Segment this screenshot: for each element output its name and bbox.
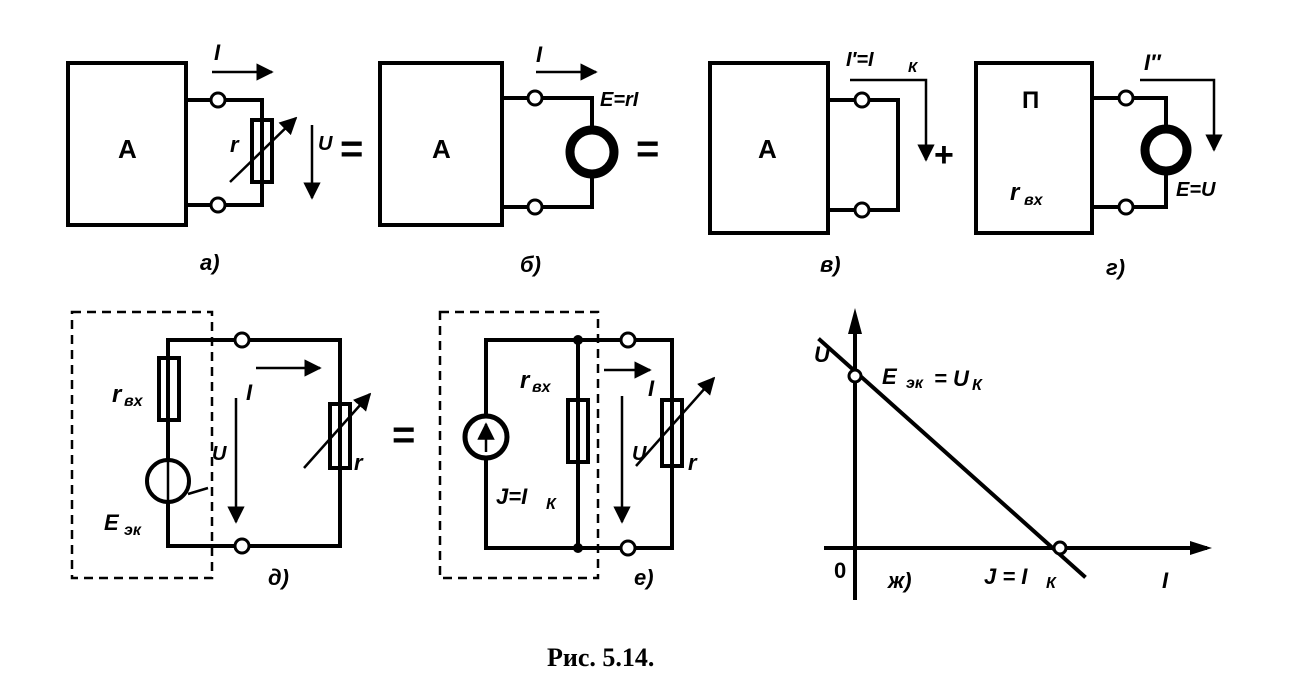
source-e-ri-label: E=rI — [600, 89, 639, 111]
axis-u-label: U — [814, 342, 831, 367]
current-i-label: I — [214, 40, 221, 65]
equals-sign: = — [392, 413, 415, 457]
resistor-r — [250, 118, 274, 184]
terminal — [1117, 89, 1135, 107]
variable-arrow — [229, 116, 298, 183]
r-in-label: r — [520, 367, 531, 394]
equals-sign: = — [340, 127, 363, 171]
block-a — [708, 61, 830, 235]
block-a — [378, 61, 504, 227]
dashed-boundary — [70, 310, 214, 580]
diagram-a: A I r U а) — [66, 40, 333, 275]
terminal — [853, 201, 871, 219]
block-a-label: A — [118, 134, 137, 164]
r-in-label: r — [1010, 179, 1021, 206]
graph-e-label: E — [882, 364, 898, 389]
diagram-d: I U r вх E эк r д) — [70, 310, 372, 590]
sublabel-e: е) — [634, 565, 654, 590]
dashed-boundary — [438, 310, 600, 580]
plus-sign: + — [934, 136, 954, 174]
sublabel-b: б) — [520, 252, 541, 277]
graph-e-sub: эк — [906, 375, 924, 392]
current-i-label: I — [536, 42, 543, 67]
terminal — [1117, 198, 1135, 216]
j-ik-sub: К — [546, 496, 557, 513]
block-a-label: A — [432, 134, 451, 164]
sublabel-g: г) — [1106, 255, 1125, 280]
voltage-u-label: U — [318, 133, 333, 155]
point-j — [1052, 540, 1068, 556]
resistor-r-label: r — [230, 132, 240, 157]
terminal — [233, 331, 251, 349]
origin-label: 0 — [834, 558, 846, 583]
voltage-source — [1140, 124, 1192, 176]
current-i-label: I — [246, 380, 253, 405]
variable-arrow — [303, 392, 372, 469]
voltage-u-label: U — [632, 443, 647, 465]
resistor-r-in — [157, 356, 181, 422]
figure-caption: Рис. 5.14. — [547, 643, 654, 672]
e-ek-label: E — [104, 510, 120, 535]
sublabel-d: д) — [268, 565, 289, 590]
sublabel-zh: ж) — [887, 568, 912, 593]
block-p — [974, 61, 1094, 235]
voltage-u-label: U — [212, 443, 227, 465]
graph-e-eq: = U — [934, 366, 970, 391]
diagram-e: I U r вх J=I К r е) — [438, 310, 716, 590]
r-in-sub: вх — [124, 393, 144, 410]
voltage-source — [565, 125, 619, 179]
terminal — [619, 331, 637, 349]
point-e — [847, 368, 863, 384]
current-i-dprime-label: I″ — [1144, 50, 1162, 75]
e-ek-sub: эк — [124, 522, 142, 539]
resistor-r — [660, 398, 684, 468]
sublabel-a: а) — [200, 250, 220, 275]
current-arrow — [850, 78, 935, 162]
j-ik-label: J=I — [496, 484, 528, 509]
block-a — [66, 61, 188, 227]
resistor-r — [328, 402, 352, 470]
r-in-sub: вх — [1024, 192, 1044, 209]
current-arrow — [1140, 78, 1223, 152]
graph-j-label: J = I — [984, 564, 1028, 589]
resistor-r-in — [566, 398, 590, 464]
graph-j-sub: К — [1046, 575, 1057, 592]
junction — [573, 543, 583, 553]
terminal — [619, 539, 637, 557]
r-in-label: r — [112, 381, 123, 408]
terminal — [526, 198, 544, 216]
axis-i-label: I — [1162, 568, 1169, 593]
diagram-g: П r вх I″ E=U г) — [974, 50, 1223, 280]
resistor-r-label: r — [688, 450, 698, 475]
block-p-label: П — [1022, 87, 1039, 114]
terminal — [209, 91, 227, 109]
current-i-label: I — [648, 376, 655, 401]
load-line — [817, 337, 1087, 579]
terminal — [526, 89, 544, 107]
diagram-b: A I E=rI б) — [378, 42, 639, 277]
equals-sign: = — [636, 127, 659, 171]
source-e-u-label: E=U — [1176, 179, 1216, 201]
resistor-r-label: r — [354, 450, 364, 475]
current-i-prime-label: I′=I — [846, 49, 874, 71]
junction — [573, 335, 583, 345]
current-i-prime-sub: К — [908, 59, 919, 76]
block-a-label: A — [758, 134, 777, 164]
sublabel-v: в) — [820, 252, 841, 277]
r-in-sub: вх — [532, 379, 552, 396]
diagram-zh: U I 0 E эк = U К J = I К ж) — [814, 308, 1212, 600]
terminal — [853, 91, 871, 109]
terminal — [209, 196, 227, 214]
variable-arrow — [635, 376, 716, 467]
graph-e-eq-sub: К — [972, 377, 983, 394]
terminal — [233, 537, 251, 555]
diagram-v: A I′=I К в) — [708, 49, 935, 277]
